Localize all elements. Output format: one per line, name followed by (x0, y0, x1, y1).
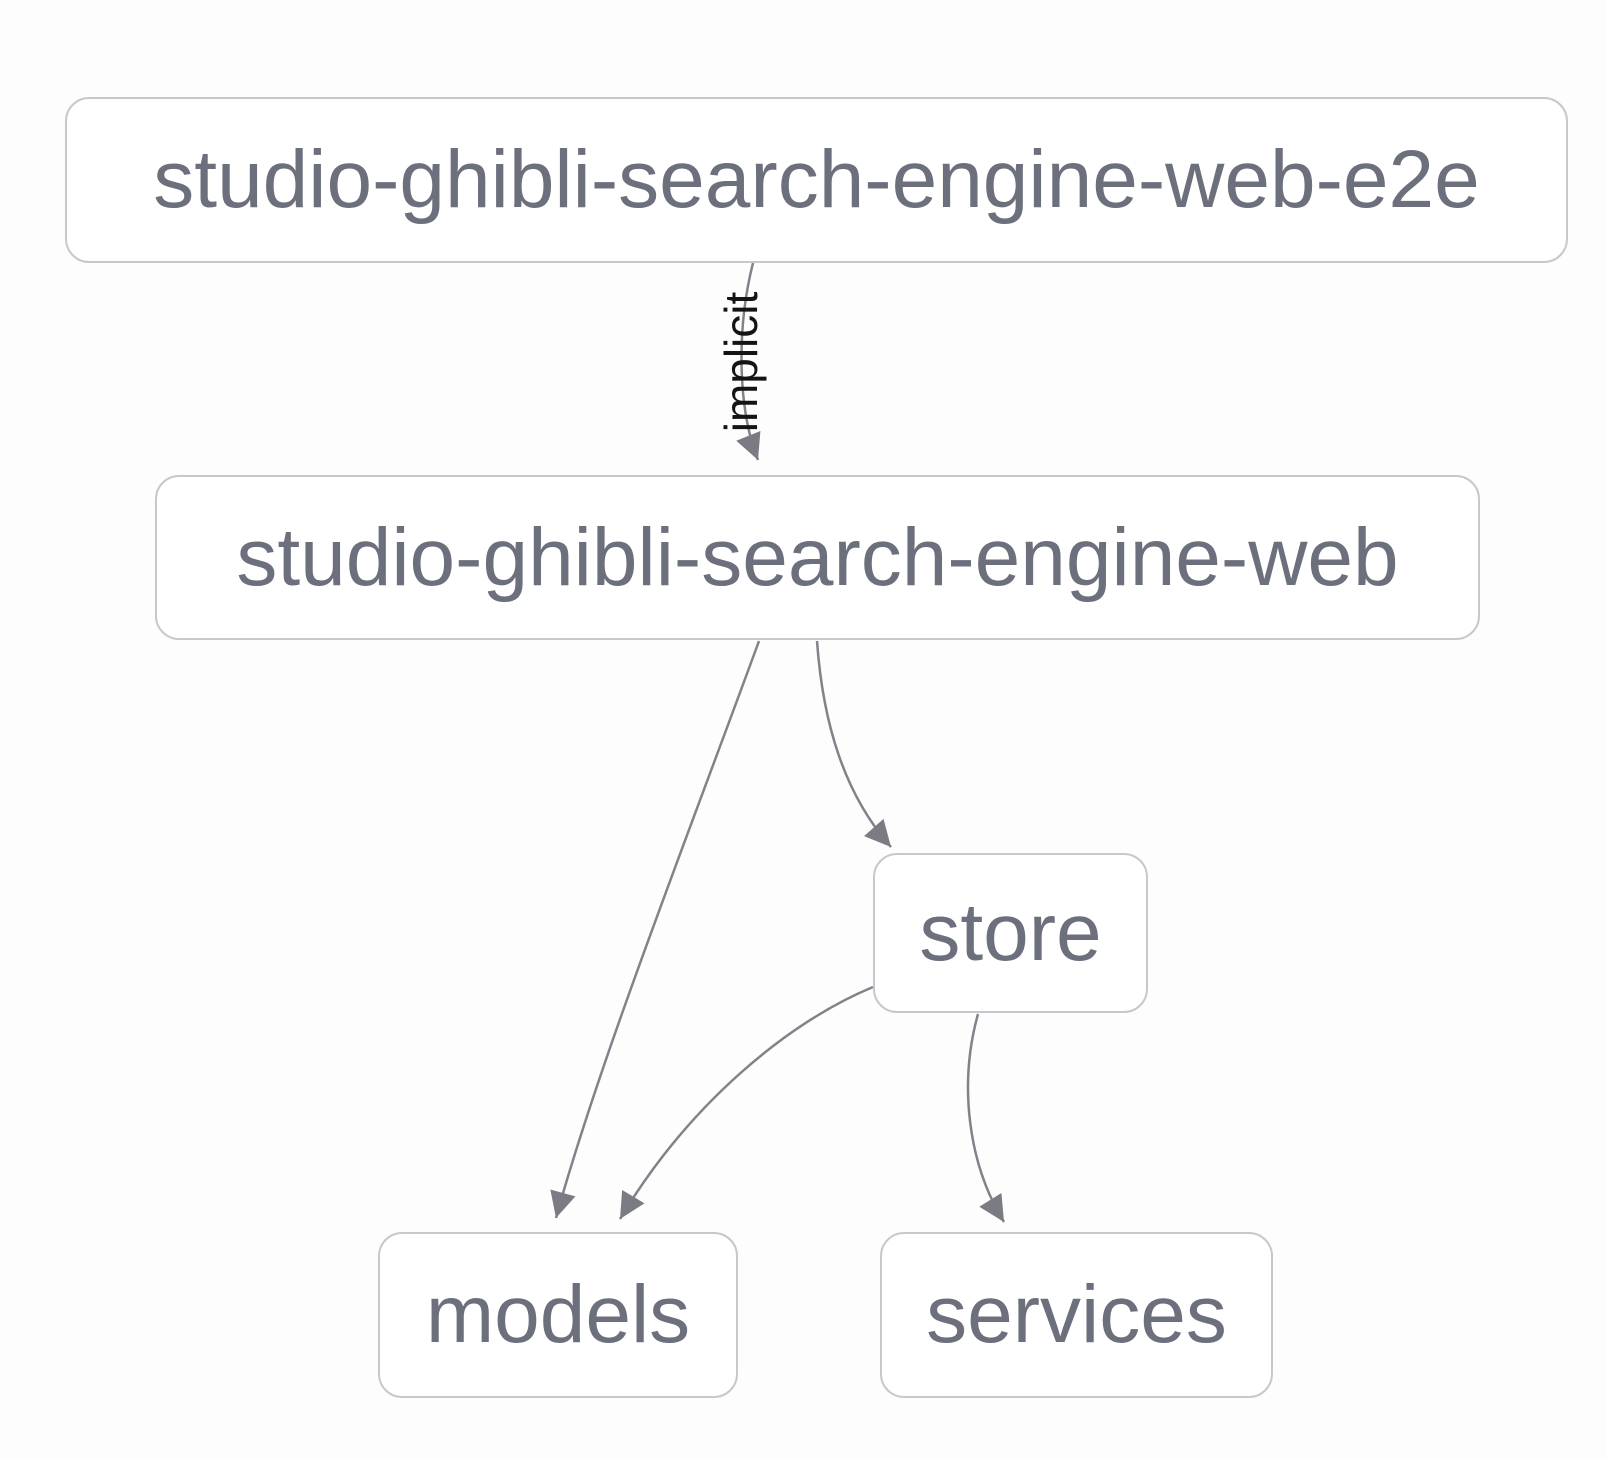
node-models[interactable]: models (378, 1232, 738, 1398)
node-store[interactable]: store (873, 853, 1148, 1013)
edge-web-to-store (815, 640, 892, 848)
node-label: store (919, 887, 1102, 978)
node-label: models (425, 1269, 691, 1360)
node-label: services (926, 1269, 1227, 1360)
edge-store-to-services (966, 1013, 1006, 1223)
node-services[interactable]: services (880, 1232, 1273, 1398)
edge-store-to-models (618, 985, 874, 1220)
node-studio-ghibli-search-engine-web-e2e[interactable]: studio-ghibli-search-engine-web-e2e (65, 97, 1568, 263)
node-label: studio-ghibli-search-engine-web-e2e (153, 134, 1480, 225)
edge-label-implicit: implicit (715, 291, 767, 433)
node-label: studio-ghibli-search-engine-web (236, 511, 1399, 603)
edge-web-to-models (550, 640, 761, 1219)
node-studio-ghibli-search-engine-web[interactable]: studio-ghibli-search-engine-web (155, 475, 1480, 640)
